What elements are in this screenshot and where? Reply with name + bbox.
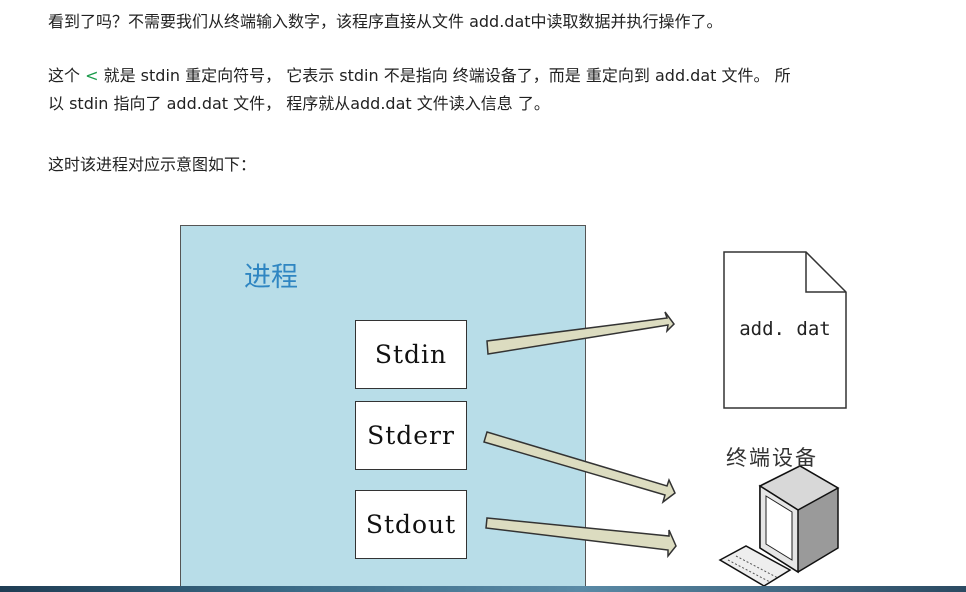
computer-terminal-icon	[718, 465, 840, 587]
paragraph-intro: 看到了吗？不需要我们从终端输入数字，该程序直接从文件 add.dat中读取数据并…	[48, 12, 723, 31]
stdout-arrow	[485, 517, 677, 559]
paragraph-prefix: 这个	[48, 66, 86, 85]
paragraph-line2: 以 stdin 指向了 add.dat 文件， 程序就从add.dat 文件读入…	[48, 94, 550, 113]
redirect-symbol: <	[85, 66, 99, 85]
paragraph-diagram-intro: 这时该进程对应示意图如下：	[48, 155, 257, 174]
file-document-icon	[723, 251, 847, 409]
process-title: 进程	[244, 262, 298, 293]
stdin-arrow	[486, 311, 675, 355]
stdin-box: Stdin	[355, 320, 467, 389]
terminal-label: 终端设备	[726, 446, 818, 470]
paragraph-line1-rest: 就是 stdin 重定向符号， 它表示 stdin 不是指向 终端设备了，而是 …	[98, 66, 791, 85]
file-label: add. dat	[739, 318, 831, 340]
bottom-bar	[0, 586, 966, 592]
stderr-box: Stderr	[355, 401, 467, 470]
stderr-arrow	[483, 431, 676, 504]
paragraph-redirect-explanation: 这个 < 就是 stdin 重定向符号， 它表示 stdin 不是指向 终端设备…	[48, 62, 960, 118]
stdout-box: Stdout	[355, 490, 467, 559]
